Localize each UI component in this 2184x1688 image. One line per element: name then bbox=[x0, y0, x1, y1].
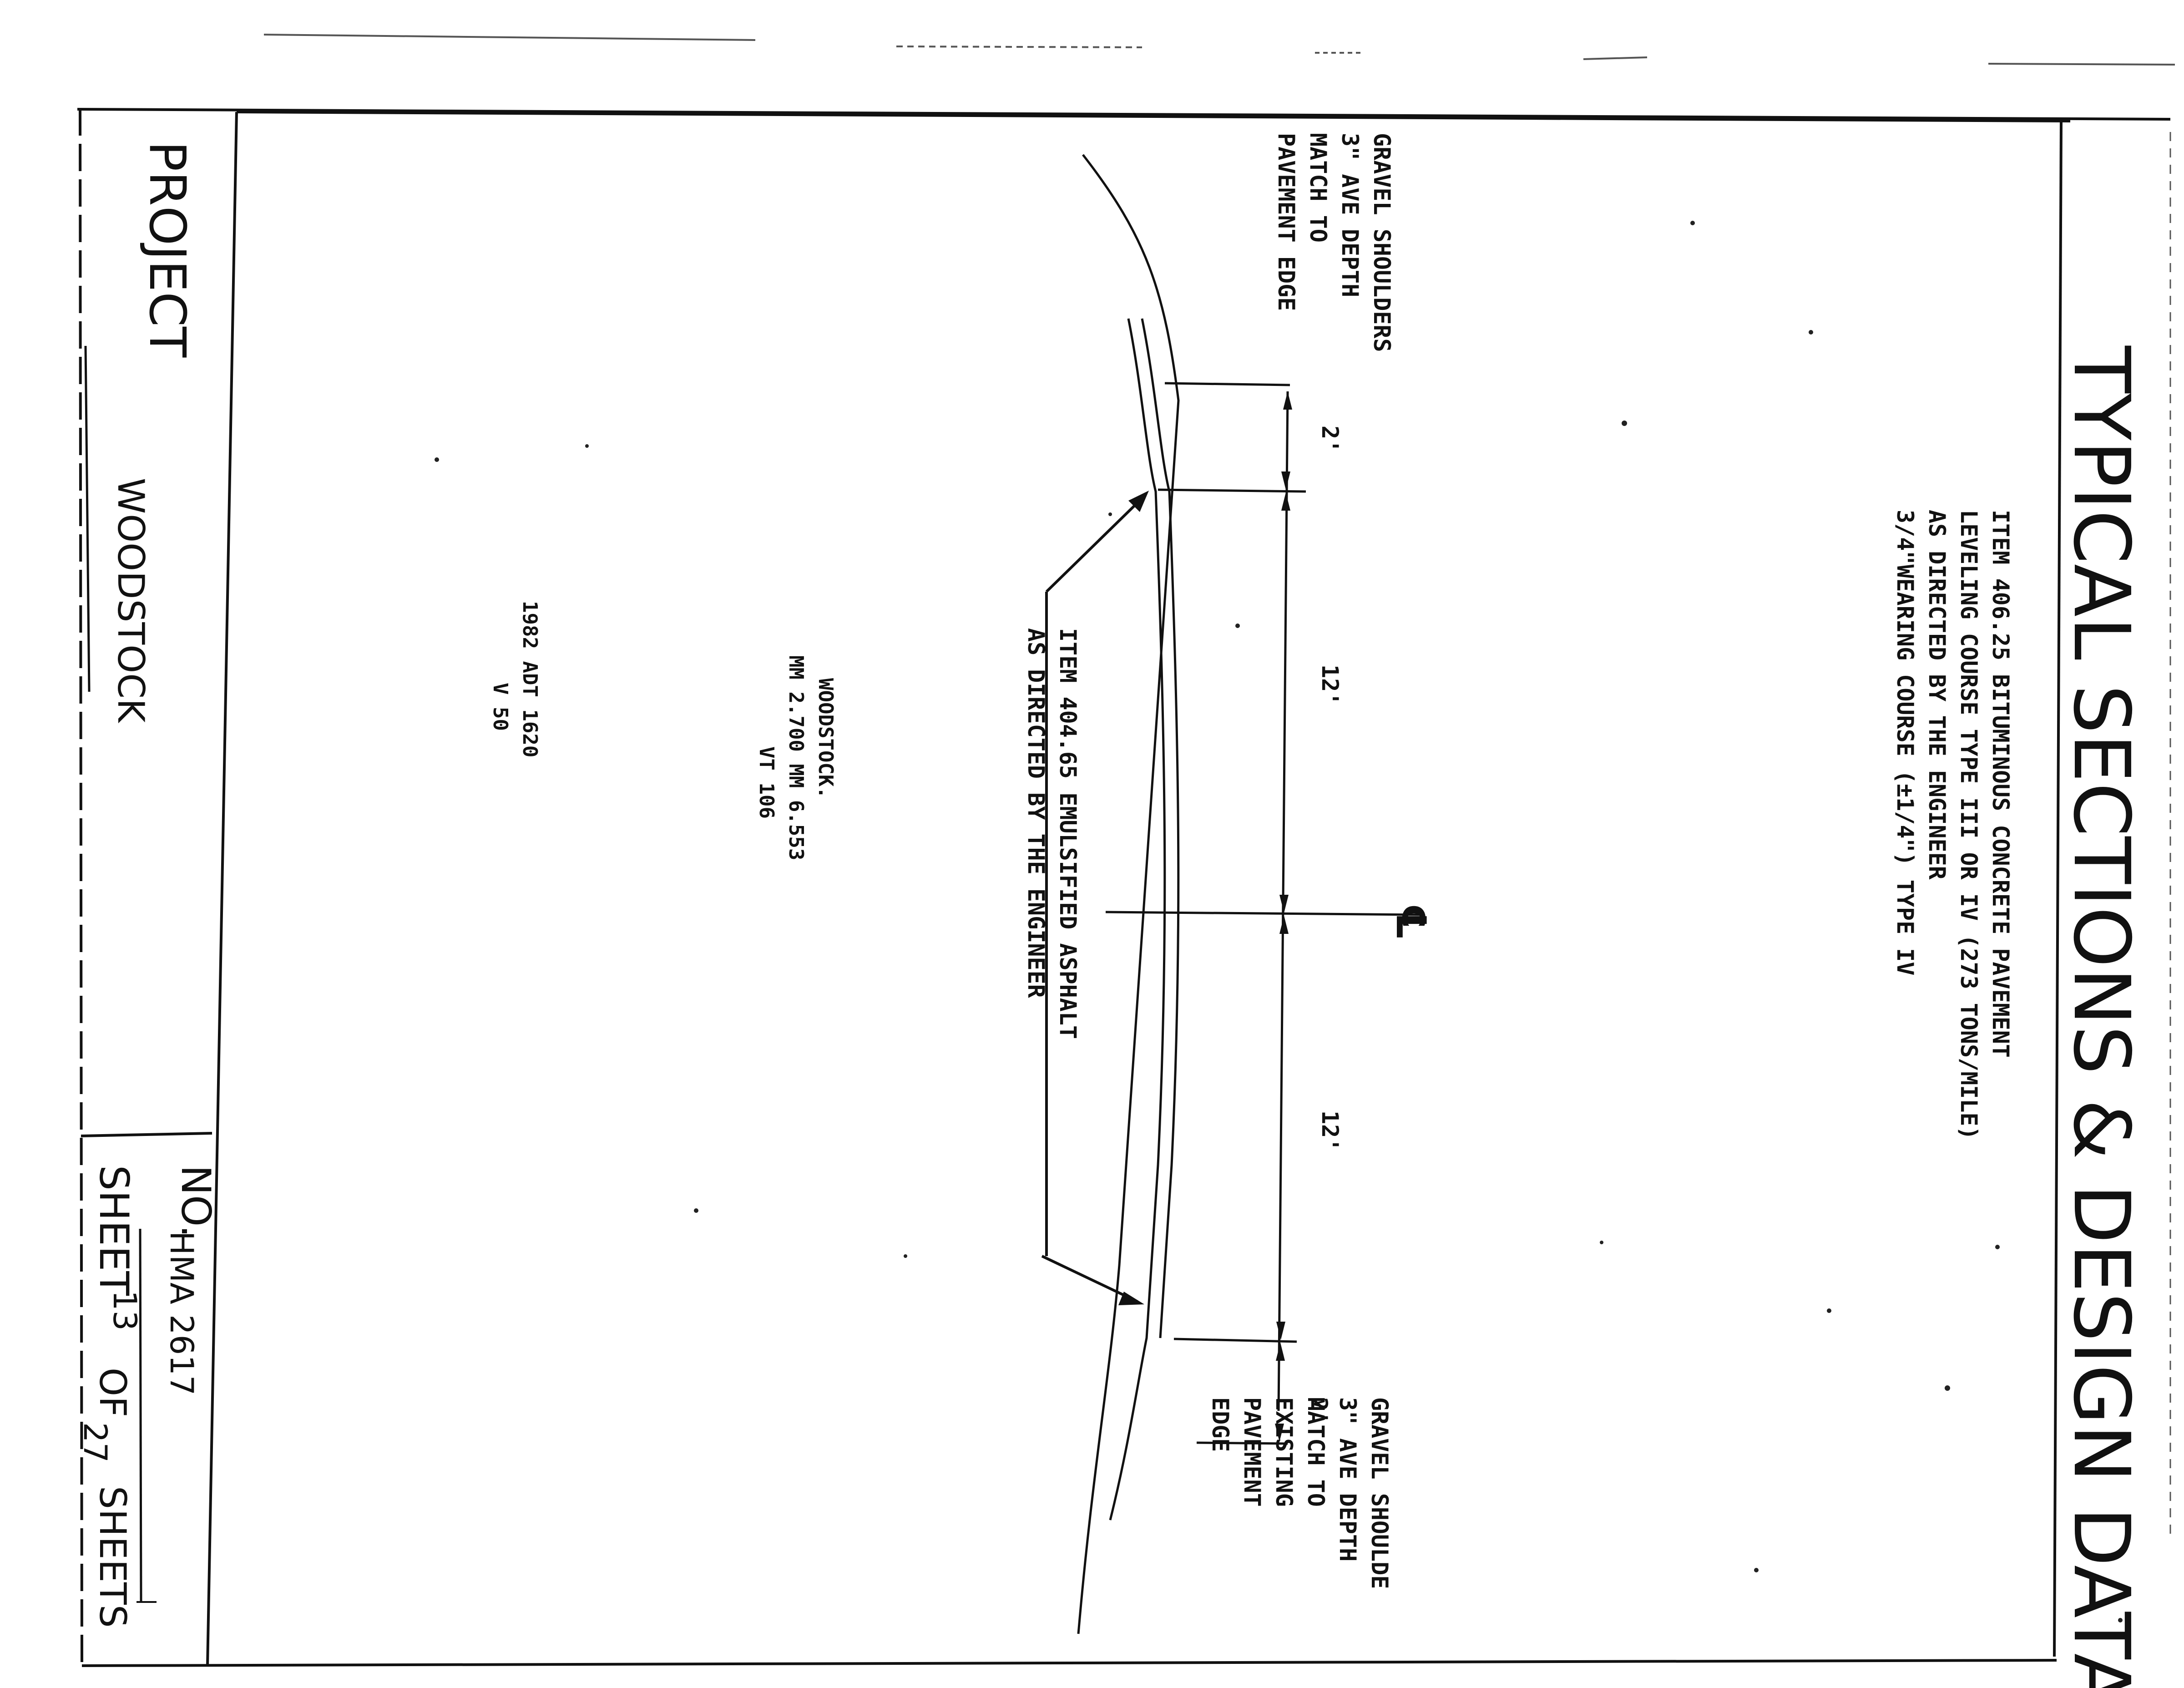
item-406-note: ITEM 406.25 BITUMINOUS CONCRETE PAVEMENT… bbox=[1892, 510, 2014, 1140]
project-label: PROJECT bbox=[138, 141, 197, 358]
leader-arrowheads bbox=[1118, 491, 1149, 1305]
item-406-line-3: AS DIRECTED BY THE ENGINEER bbox=[1924, 510, 1950, 880]
left-lane-dim: 12' bbox=[1317, 664, 1343, 705]
number-label: NO. bbox=[172, 1165, 219, 1238]
sheet-label: SHEET bbox=[91, 1165, 137, 1296]
traffic-line-2: V 50 bbox=[489, 683, 512, 731]
left-shoulder-line-3: MATCH TO bbox=[1305, 133, 1331, 243]
pavement-bottom-line bbox=[1141, 318, 1180, 1338]
traffic-line-1: 1982 ADT 1620 bbox=[518, 601, 541, 757]
item-404-leaders bbox=[1041, 495, 1146, 1303]
centerline: ℄ bbox=[1387, 903, 1435, 940]
left-shoulder-dim: 2' bbox=[1317, 426, 1343, 453]
location-line-3: VT 106 bbox=[755, 746, 778, 819]
sheet-title: TYPICAL SECTIONS & DESIGN DATA bbox=[2056, 345, 2146, 1688]
right-shoulder-line-6: EDGE bbox=[1207, 1397, 1234, 1452]
cross-section bbox=[1077, 154, 1180, 1634]
pavement-top-line bbox=[1109, 318, 1166, 1521]
left-shoulder-line-2: 3" AVE DEPTH bbox=[1337, 133, 1363, 297]
border-frame bbox=[77, 108, 2171, 1667]
dimension-lines bbox=[1105, 382, 1420, 1445]
item-406-line-4: 3/4"WEARING COURSE (±1/4") TYPE IV bbox=[1892, 510, 1918, 976]
scan-specks bbox=[435, 221, 2123, 1622]
location-block: WOODSTOCK. MM 2.700 MM 6.553 VT 106 bbox=[755, 655, 837, 860]
dimension-arrowheads bbox=[1275, 391, 1292, 1442]
item-404-line-2: AS DIRECTED BY THE ENGINEER bbox=[1023, 628, 1049, 999]
item-406-line-2: LEVELING COURSE TYPE III OR IV (273 TONS… bbox=[1956, 510, 1982, 1140]
of-label: OF bbox=[91, 1368, 134, 1417]
right-shoulder-dim: 2' bbox=[1306, 1397, 1332, 1424]
number-value: HMA 2617 bbox=[163, 1231, 200, 1395]
sheets-label: SHEETS bbox=[91, 1486, 134, 1628]
item-404-note: ITEM 404.65 EMULSIFIED ASPHALT AS DIRECT… bbox=[1023, 628, 1081, 1039]
centerline-symbol: ℄ bbox=[1387, 903, 1435, 940]
left-shoulder-note: GRAVEL SHOULDERS 3" AVE DEPTH MATCH TO P… bbox=[1273, 133, 1395, 352]
right-shoulder-line-5: PAVEMENT bbox=[1239, 1397, 1265, 1507]
scan-marks bbox=[263, 34, 2175, 1538]
total-sheets: 27 bbox=[76, 1422, 114, 1463]
location-line-1: WOODSTOCK. bbox=[814, 678, 837, 799]
dimension-labels: 2' 12' 12' 2' bbox=[1306, 426, 1343, 1424]
title-block: PROJECT WOODSTOCK NO. HMA 2617 SHEET 13 … bbox=[76, 141, 219, 1628]
right-shoulder-note: GRAVEL SHOULDE 3" AVE DEPTH MATCH TO EXI… bbox=[1207, 1397, 1393, 1589]
title: TYPICAL SECTIONS & DESIGN DATA bbox=[2056, 345, 2146, 1688]
item-406-line-1: ITEM 406.25 BITUMINOUS CONCRETE PAVEMENT bbox=[1987, 510, 2014, 1058]
sheet-number: 13 bbox=[106, 1290, 143, 1331]
left-shoulder-line-4: PAVEMENT EDGE bbox=[1273, 133, 1299, 311]
right-shoulder-line-4: EXISTING bbox=[1271, 1397, 1297, 1507]
left-shoulder-line-1: GRAVEL SHOULDERS bbox=[1369, 133, 1395, 352]
item-404-line-1: ITEM 404.65 EMULSIFIED ASPHALT bbox=[1055, 628, 1081, 1039]
subgrade-line bbox=[1077, 154, 1180, 1634]
location-line-2: MM 2.700 MM 6.553 bbox=[784, 655, 808, 860]
right-shoulder-line-1: GRAVEL SHOULDE bbox=[1366, 1397, 1393, 1589]
project-value: WOODSTOCK bbox=[110, 478, 152, 724]
right-lane-dim: 12' bbox=[1317, 1110, 1343, 1151]
right-shoulder-line-3: MATCH TO bbox=[1303, 1397, 1329, 1507]
traffic-block: 1982 ADT 1620 V 50 bbox=[489, 601, 541, 757]
right-shoulder-line-2: 3" AVE DEPTH bbox=[1335, 1397, 1361, 1561]
